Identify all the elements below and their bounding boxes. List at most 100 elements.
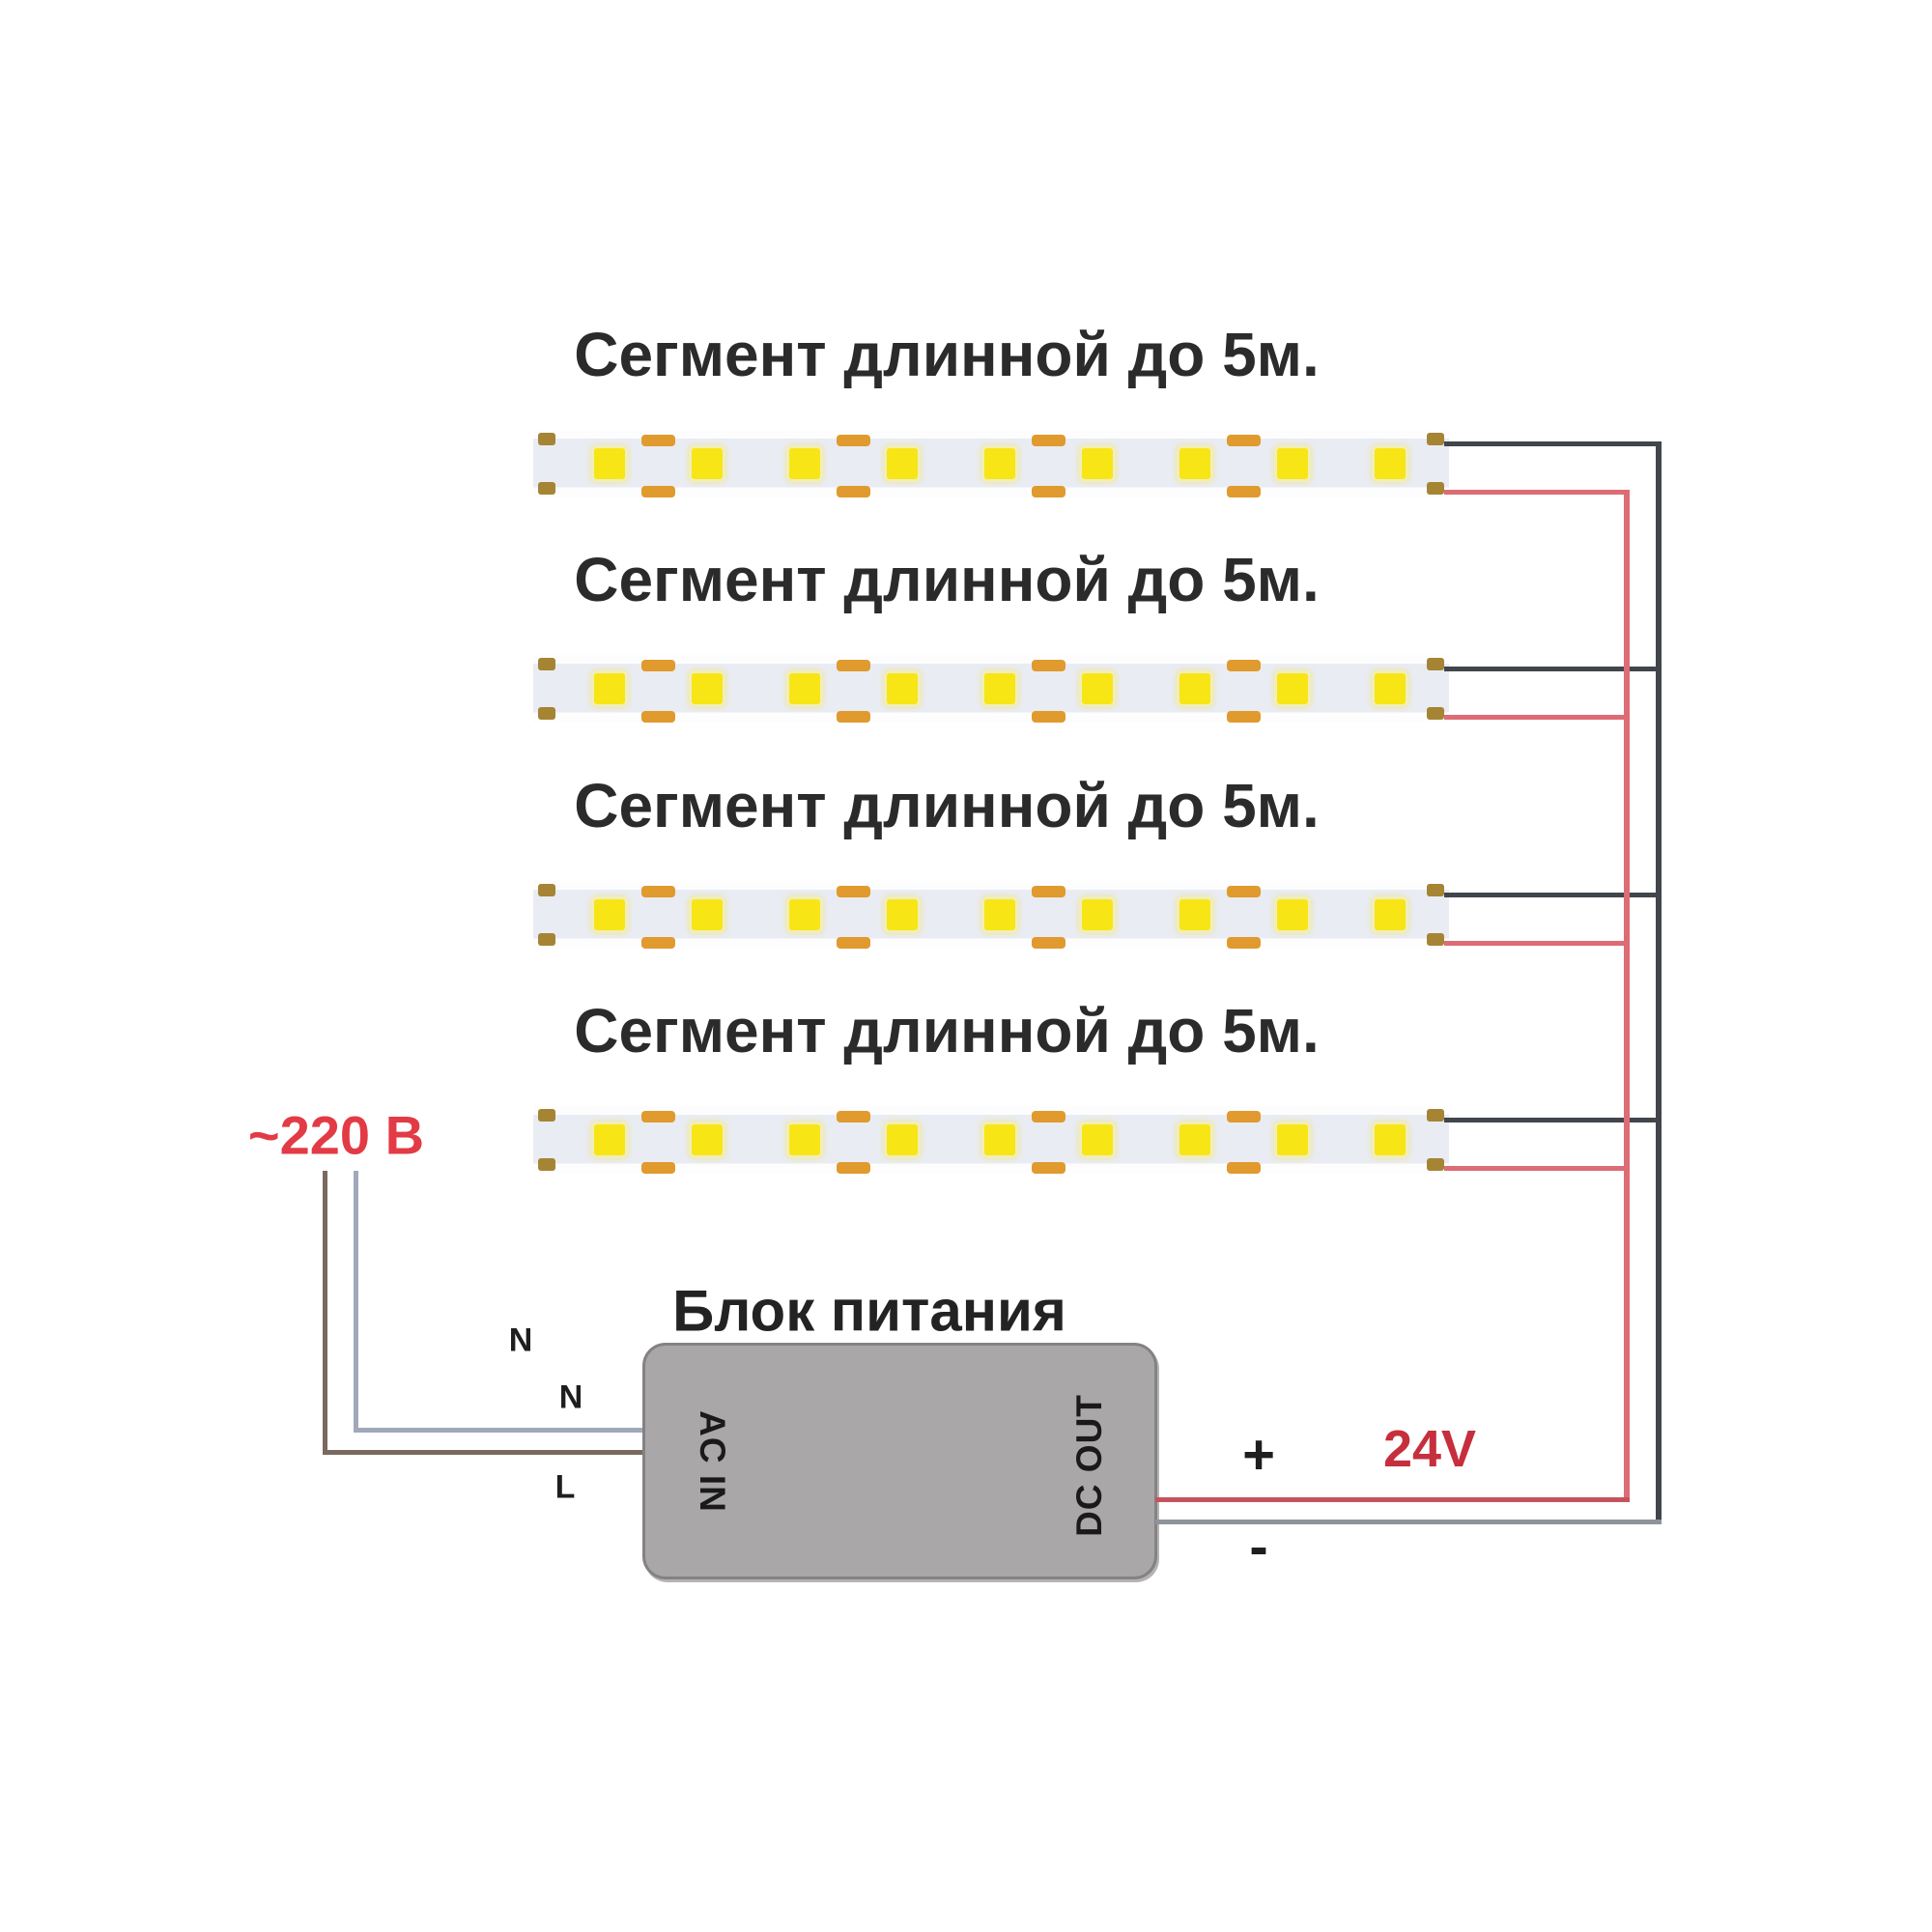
led-chip — [884, 670, 921, 707]
solder-joint — [641, 660, 675, 671]
led-chip — [884, 896, 921, 933]
solder-pad — [538, 482, 555, 495]
led-chip — [689, 896, 725, 933]
solder-joint — [837, 660, 870, 671]
solder-joint — [641, 486, 675, 497]
segment-positive-wire — [1444, 490, 1630, 495]
solder-pad — [538, 933, 555, 946]
solder-joint — [837, 486, 870, 497]
solder-joint — [1227, 886, 1261, 897]
solder-joint — [1227, 486, 1261, 497]
led-chip — [591, 670, 628, 707]
solder-joint — [1032, 886, 1065, 897]
solder-pad — [1427, 433, 1444, 445]
solder-pad — [1427, 1109, 1444, 1122]
led-chip — [1274, 1122, 1311, 1158]
led-chip — [591, 445, 628, 482]
led-chip — [884, 445, 921, 482]
solder-joint — [1032, 937, 1065, 949]
solder-pad — [1427, 933, 1444, 946]
solder-pad — [538, 433, 555, 445]
solder-joint — [1227, 711, 1261, 723]
led-chip — [1274, 670, 1311, 707]
solder-pad — [1427, 658, 1444, 670]
dc-out-port-label: DC OUT — [1069, 1394, 1109, 1537]
solder-pad — [1427, 1158, 1444, 1171]
solder-joint — [1032, 435, 1065, 446]
solder-pad — [538, 658, 555, 670]
solder-pad — [538, 884, 555, 896]
solder-pad — [1427, 884, 1444, 896]
segment-negative-wire — [1444, 441, 1662, 446]
segment-label: Сегмент длинной до 5м. — [574, 996, 1320, 1065]
segment-positive-wire — [1444, 1166, 1630, 1171]
power-supply-title: Блок питания — [672, 1278, 1066, 1344]
solder-joint — [641, 886, 675, 897]
led-chip — [786, 445, 823, 482]
led-strip-segment — [533, 881, 1449, 949]
mains-voltage-label: ~220 В — [247, 1104, 425, 1166]
dc-negative-wire — [1155, 1520, 1662, 1524]
solder-joint — [1032, 1162, 1065, 1174]
led-chip — [689, 1122, 725, 1158]
solder-joint — [1227, 435, 1261, 446]
led-chip — [1372, 670, 1408, 707]
neutral-label: N — [508, 1321, 533, 1359]
led-chip — [1372, 1122, 1408, 1158]
led-chip — [1177, 896, 1213, 933]
led-strip-segment — [533, 655, 1449, 723]
solder-joint — [837, 937, 870, 949]
led-chip — [786, 896, 823, 933]
power-supply-unit — [642, 1343, 1157, 1579]
led-chip — [1079, 445, 1116, 482]
solder-joint — [837, 1162, 870, 1174]
solder-joint — [837, 711, 870, 723]
solder-pad — [538, 707, 555, 720]
plus-label: + — [1242, 1423, 1275, 1487]
led-chip — [1274, 896, 1311, 933]
solder-pad — [1427, 707, 1444, 720]
solder-joint — [1032, 660, 1065, 671]
led-chip — [591, 1122, 628, 1158]
ac-in-port-label: AC IN — [693, 1410, 732, 1513]
segment-negative-wire — [1444, 893, 1662, 897]
neutral-wire-vertical — [354, 1171, 358, 1433]
led-chip — [884, 1122, 921, 1158]
led-chip — [689, 670, 725, 707]
led-strip-segment — [533, 1106, 1449, 1174]
segment-negative-wire — [1444, 667, 1662, 671]
solder-joint — [641, 937, 675, 949]
led-chip — [981, 670, 1018, 707]
led-chip — [786, 1122, 823, 1158]
negative-bus-wire — [1656, 441, 1662, 1524]
solder-joint — [1227, 1111, 1261, 1122]
segment-label: Сегмент длинной до 5м. — [574, 771, 1320, 840]
solder-joint — [837, 1111, 870, 1122]
segment-negative-wire — [1444, 1118, 1662, 1122]
solder-joint — [641, 1162, 675, 1174]
led-chip — [689, 445, 725, 482]
solder-joint — [641, 711, 675, 723]
led-chip — [1372, 445, 1408, 482]
solder-joint — [1032, 486, 1065, 497]
segment-label: Сегмент длинной до 5м. — [574, 545, 1320, 614]
led-chip — [981, 896, 1018, 933]
line-wire-horizontal — [323, 1450, 642, 1455]
dc-positive-wire — [1155, 1497, 1630, 1502]
solder-joint — [1032, 711, 1065, 723]
segment-label: Сегмент длинной до 5м. — [574, 320, 1320, 389]
solder-joint — [1227, 937, 1261, 949]
neutral-wire-horizontal — [354, 1428, 642, 1433]
solder-pad — [538, 1158, 555, 1171]
led-chip — [981, 1122, 1018, 1158]
output-voltage-label: 24V — [1382, 1420, 1477, 1478]
led-chip — [1079, 1122, 1116, 1158]
led-chip — [1274, 445, 1311, 482]
led-chip — [1177, 1122, 1213, 1158]
neutral-label: N — [558, 1378, 583, 1416]
segment-positive-wire — [1444, 941, 1630, 946]
solder-joint — [641, 1111, 675, 1122]
led-chip — [1372, 896, 1408, 933]
solder-joint — [1032, 1111, 1065, 1122]
